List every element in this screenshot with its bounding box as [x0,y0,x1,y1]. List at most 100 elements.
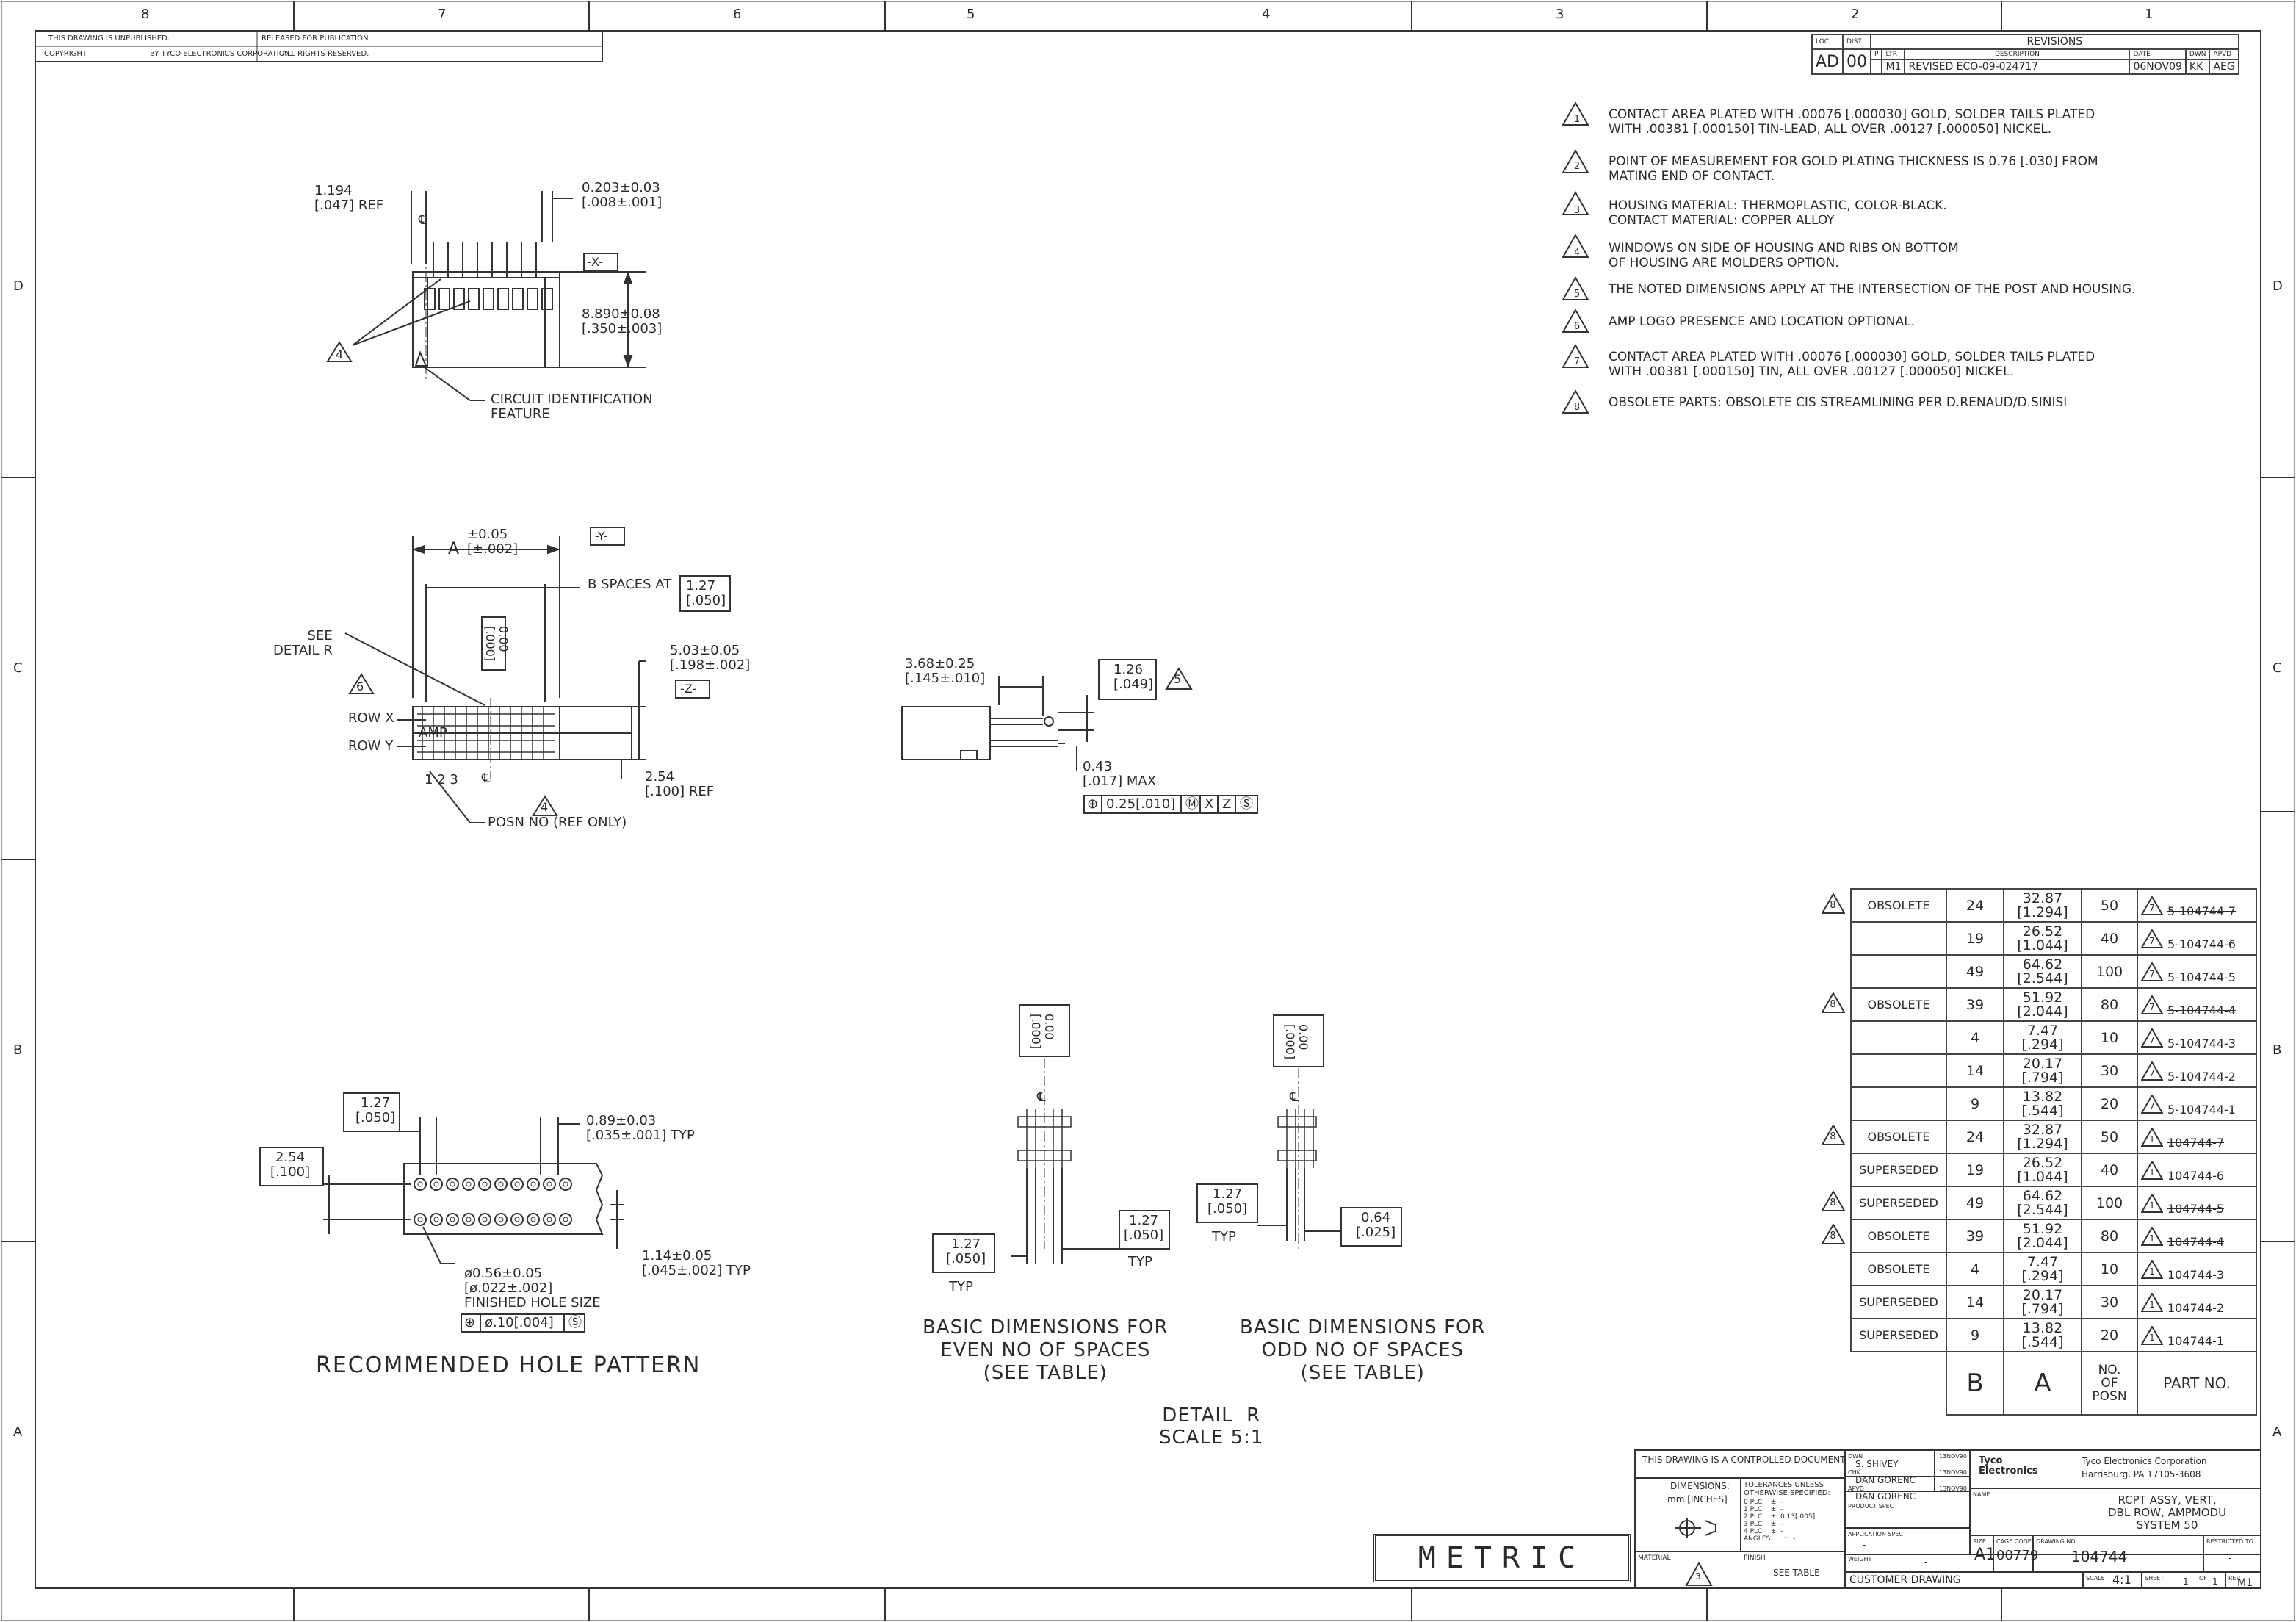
row-posn: 100 [2081,954,2138,989]
row-b: 9 [1946,1086,2004,1121]
tb-apvd-date: 13NOV90 [1939,1485,1967,1492]
row-flag [1816,1087,1852,1120]
top-datum-x: -X- [588,255,603,269]
tb-size-label: SIZE [1973,1538,1986,1545]
row-part-number: 104744-7 [2167,1136,2225,1150]
row-posn: 20 [2081,1318,2138,1352]
row-b: 24 [1946,888,2004,923]
row-part-number: 5-104744-2 [2167,1070,2236,1084]
front-posn: POSN NO (REF ONLY) [488,815,627,830]
zone-col-4: 4 [1262,7,1271,22]
row-status [1850,1020,1947,1055]
side-max: 0.43 [.017] MAX [1083,759,1157,789]
unpublished-text: THIS DRAWING IS UNPUBLISHED. [48,35,170,43]
row-posn: 30 [2081,1053,2138,1088]
front-b-spaces: B SPACES AT [588,577,672,592]
row-flag [1816,1153,1852,1186]
row-b: 49 [1946,1186,2004,1220]
tb-dwn-label: DWN [1848,1453,1863,1460]
row-part-number: 5-104744-6 [2167,937,2236,951]
tb-customer: CUSTOMER DRAWING [1849,1574,1961,1586]
row-note-number: 7 [2149,902,2155,913]
row-posn: 100 [2081,1186,2138,1220]
tb-weight-label: WEIGHT [1848,1556,1872,1562]
row-a: 20.17 [.794] [2003,1285,2082,1319]
front-callout-4: 4 [541,800,549,814]
tb-see-table: SEE TABLE [1773,1568,1820,1578]
even-typ-a: TYP [949,1279,973,1294]
tb-units: mm [INCHES] [1667,1494,1728,1504]
row-status: SUPERSEDED [1850,1318,1947,1352]
tb-chk-label: CHK [1848,1469,1860,1476]
footer-part: PART NO. [2137,1351,2257,1416]
rev-description: REVISED ECO-09-024717 [1904,59,2131,75]
front-tol-a: ±0.05 [±.002] [467,527,519,557]
detail-r-odd-drawing [1196,1014,1402,1249]
top-ref-dim: 1.194 [.047] REF [314,183,384,213]
front-height: 5.03±0.05 [.198±.002] [670,643,751,673]
row-a: 7.47 [.294] [2003,1020,2082,1055]
tb-restricted: - [2228,1553,2232,1563]
odd-basic: 0.00 [.000] [1283,1023,1311,1060]
row-status: OBSOLETE [1850,888,1947,923]
row-part-number: 5-104744-7 [2167,904,2236,918]
row-posn: 80 [2081,987,2138,1022]
tb-chk: DAN GORENC [1855,1475,1916,1485]
row-part: 7 5-104744-2 [2137,1053,2257,1088]
front-amp: AMP [419,725,447,740]
row-flag-number: 8 [1830,999,1836,1010]
row-note-number: 1 [2149,1167,2155,1178]
row-a: 7.47 [.294] [2003,1252,2082,1286]
front-callout-6: 6 [356,680,364,693]
row-note-number: 1 [2149,1200,2155,1211]
hole-pattern-title: RECOMMENDED HOLE PATTERN [316,1352,701,1378]
rev-ltr: M1 [1881,59,1906,75]
tb-rev-label: REV [2228,1575,2241,1582]
row-posn: 50 [2081,888,2138,923]
row-b: 4 [1946,1020,2004,1055]
even-caption: BASIC DIMENSIONS FOR EVEN NO OF SPACES (… [923,1316,1169,1384]
zone-row-c: C [13,660,23,676]
tb-size: A1 [1974,1546,1996,1564]
row-note-number: 1 [2149,1332,2155,1343]
rev-loc: AD [1811,48,1844,75]
note-1-number: 1 [1573,114,1581,125]
front-see-detail: SEE DETAIL R [273,628,333,658]
row-posn: 80 [2081,1219,2138,1253]
front-view-drawing [344,527,731,823]
row-a: 32.87 [1.294] [2003,1120,2082,1154]
row-note-number: 7 [2149,1067,2155,1078]
footer-a: A [2003,1351,2082,1416]
detail-r-even-drawing [932,1004,1170,1273]
row-note-number: 1 [2149,1133,2155,1145]
zone-row-d-right: D [2272,278,2283,294]
row-note-number: 7 [2149,1001,2155,1012]
front-row-pitch: 2.54 [.100] REF [645,769,715,799]
row-status [1850,954,1947,989]
odd-caption: BASIC DIMENSIONS FOR ODD NO OF SPACES (S… [1240,1316,1486,1384]
note-4-number: 4 [1573,248,1581,259]
row-posn: 50 [2081,1120,2138,1154]
row-part-number: 5-104744-1 [2167,1103,2236,1117]
hole-fcf-tol: ø.10[.004] [485,1315,554,1330]
row-part: 1 104744-7 [2137,1120,2257,1154]
odd-half: 0.64 [.025] [1356,1210,1396,1240]
rev-dist: 00 [1842,48,1871,75]
row-a: 13.82 [.544] [2003,1086,2082,1121]
note-3-text: HOUSING MATERIAL: THERMOPLASTIC, COLOR-B… [1609,198,1947,228]
detail-r-title: DETAIL R SCALE 5:1 [1159,1405,1264,1449]
note-1-text: CONTACT AREA PLATED WITH .00076 [.000030… [1609,107,2095,137]
zone-row-d: D [13,278,24,294]
row-flag: 8 [1816,1219,1852,1252]
row-a: 32.87 [1.294] [2003,888,2082,923]
top-centerline: ℄ [419,212,427,228]
row-note-number: 7 [2149,935,2155,946]
